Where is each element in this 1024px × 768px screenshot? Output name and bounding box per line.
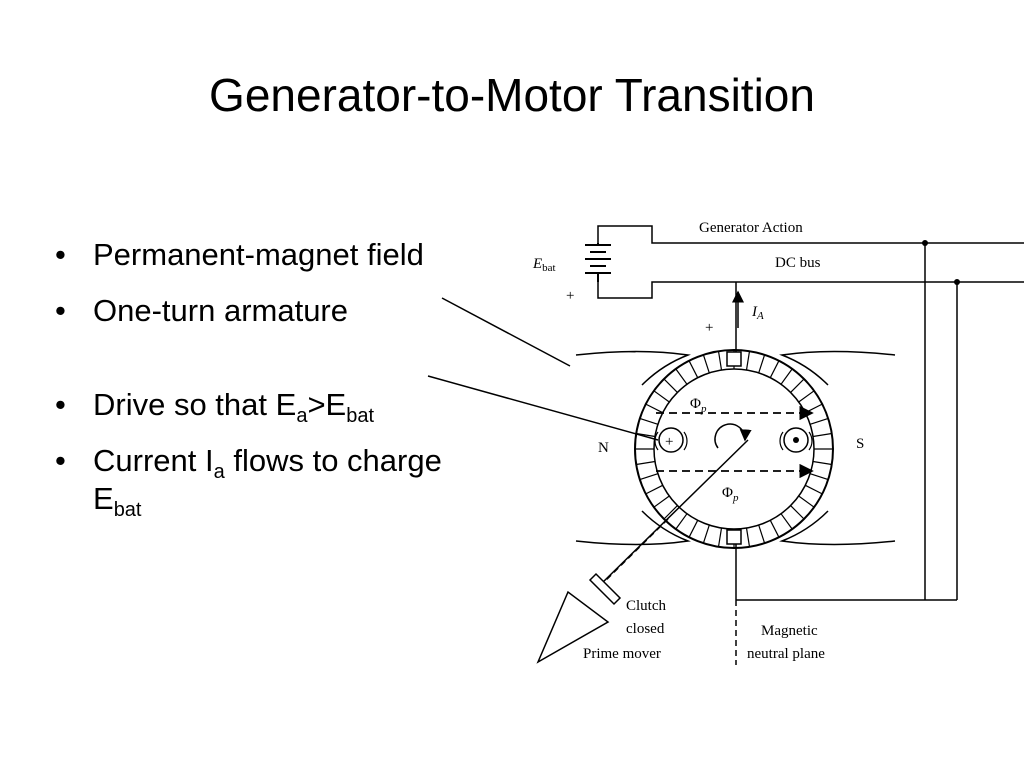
battery-plus: + bbox=[566, 288, 574, 304]
ebat-label: Ebat bbox=[532, 256, 556, 274]
rotor-tooth bbox=[663, 505, 678, 520]
conductor-left-arc bbox=[654, 431, 659, 451]
prime-mover-label: Prime mover bbox=[583, 646, 661, 662]
bullet-text: One-turn armature bbox=[93, 293, 348, 328]
subscript: a bbox=[296, 405, 308, 427]
bullet-item: • Drive so that Ea>Ebat bbox=[55, 386, 475, 427]
bullet-dot: • bbox=[55, 387, 66, 422]
flux-top-label: Φp bbox=[690, 396, 707, 415]
ia-label: IA bbox=[751, 304, 764, 322]
rotor-tooth bbox=[702, 354, 710, 374]
rotor-tooth bbox=[639, 473, 659, 481]
rotor-tooth bbox=[653, 390, 670, 403]
dc-bus-label: DC bus bbox=[775, 255, 821, 271]
bullet-text: Permanent-magnet field bbox=[93, 237, 424, 272]
rotor-tooth bbox=[745, 527, 751, 547]
pole-pieces bbox=[575, 350, 896, 546]
bullet-text: flows to charge E bbox=[93, 443, 442, 516]
bullet-text: Drive so that E bbox=[93, 387, 297, 422]
rotor-tooth bbox=[645, 484, 663, 495]
rotor-tooth bbox=[758, 524, 766, 544]
conductor-right-arc bbox=[779, 431, 784, 451]
rotor-tooth bbox=[758, 354, 766, 374]
conductor-left-cross: + bbox=[665, 434, 673, 450]
rotor-tooth bbox=[675, 368, 688, 385]
rotor-tooth bbox=[812, 432, 832, 438]
clutch bbox=[588, 572, 622, 606]
rotor-tooth bbox=[798, 390, 815, 403]
slide-title: Generator-to-Motor Transition bbox=[209, 69, 815, 121]
rotor-tooth bbox=[769, 520, 780, 538]
dc-bus-wiring bbox=[597, 225, 1024, 665]
flux-lines bbox=[656, 405, 814, 479]
bullet-dot: • bbox=[55, 237, 66, 272]
pointer-line-magnet bbox=[441, 297, 571, 367]
rotor-tooth bbox=[636, 460, 656, 466]
rotor-tooth bbox=[798, 495, 815, 508]
pointer-line-armature bbox=[427, 375, 659, 441]
battery-symbol bbox=[585, 243, 611, 282]
bullet-item: • Permanent-magnet field bbox=[55, 236, 475, 274]
shaft-dashed bbox=[597, 518, 669, 589]
rotor-tooth bbox=[688, 360, 699, 378]
bullet-text: Current I bbox=[93, 443, 214, 478]
rotor-tooth bbox=[688, 520, 699, 538]
rotor-tooth bbox=[780, 513, 793, 530]
north-pole-label: N bbox=[598, 440, 609, 456]
bullet-dot: • bbox=[55, 443, 66, 478]
brush-bottom bbox=[726, 529, 742, 545]
rotor-tooth bbox=[790, 505, 805, 520]
bullet-item: • One-turn armature bbox=[55, 292, 475, 330]
rotor-tooth bbox=[805, 484, 823, 495]
rotor-tooth bbox=[769, 360, 780, 378]
rotor-tooth bbox=[645, 403, 663, 414]
bullet-item: • Current Ia flows to charge Ebat bbox=[55, 442, 475, 521]
rotor-tooth bbox=[717, 351, 723, 371]
rotor-tooth bbox=[790, 378, 805, 393]
rotor-tooth bbox=[663, 378, 678, 393]
south-pole-label: S bbox=[856, 436, 864, 452]
rotor-tooth bbox=[809, 473, 829, 481]
rotor-tooth bbox=[639, 417, 659, 425]
rotor-tooth bbox=[702, 524, 710, 544]
bus-junction-dot bbox=[922, 240, 928, 246]
bullet-dot: • bbox=[55, 293, 66, 328]
rotor-tooth bbox=[809, 417, 829, 425]
rotor-tooth bbox=[653, 495, 670, 508]
clutch-label-line2: closed bbox=[626, 621, 665, 637]
rotor-tooth bbox=[805, 403, 823, 414]
rotor-tooth bbox=[780, 368, 793, 385]
rotor-tooth bbox=[636, 432, 656, 438]
generator-action-label: Generator Action bbox=[699, 220, 803, 236]
subscript: a bbox=[213, 461, 225, 483]
bullet-list: • Permanent-magnet field • One-turn armatu… bbox=[55, 236, 475, 521]
bullet-text: >E bbox=[307, 387, 347, 422]
bus-junction-dot bbox=[954, 279, 960, 285]
brush-top bbox=[726, 351, 742, 367]
prime-mover bbox=[536, 590, 610, 664]
rotor-tooth bbox=[717, 527, 723, 547]
rotor-tooth bbox=[812, 460, 832, 466]
brush-plus: + bbox=[705, 320, 713, 336]
rotor-tooth bbox=[745, 351, 751, 371]
subscript: bat bbox=[113, 499, 142, 521]
clutch-label-line1: Clutch bbox=[626, 598, 666, 614]
conductor-left bbox=[658, 427, 684, 453]
flux-bottom-label: Φp bbox=[722, 485, 739, 504]
conductor-right bbox=[783, 427, 809, 453]
subscript: bat bbox=[346, 405, 375, 427]
rotor-tooth bbox=[675, 513, 688, 530]
rotation-arrow bbox=[714, 423, 752, 449]
neutral-plane-label-line1: Magnetic bbox=[761, 623, 818, 639]
neutral-plane-label-line2: neutral plane bbox=[747, 646, 825, 662]
